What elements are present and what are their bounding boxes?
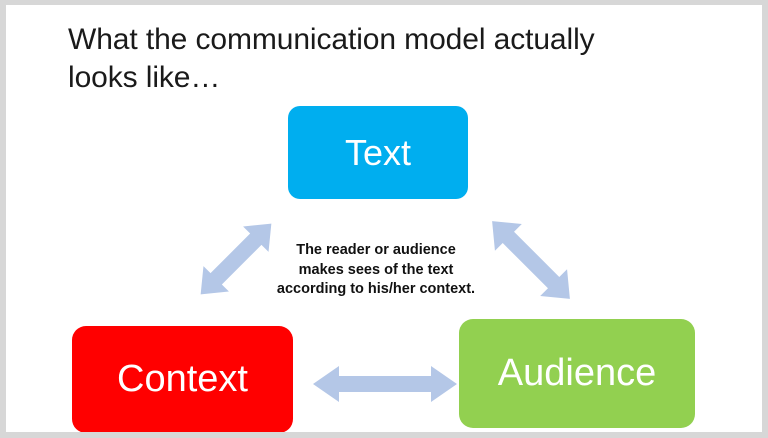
page-title: What the communication model actually lo… — [68, 23, 603, 94]
diagram-node-context[interactable]: Context — [72, 326, 293, 432]
diagram-node-audience[interactable]: Audience — [459, 319, 695, 428]
diagram-caption: The reader or audience makes sees of the… — [276, 242, 476, 297]
connector-text-audience-arrow — [492, 221, 570, 299]
diagram-node-text-label: Text — [344, 131, 412, 173]
connector-text-context-arrow — [200, 223, 272, 295]
diagram-node-text[interactable]: Text — [288, 106, 468, 199]
connector-context-audience-arrow — [313, 366, 457, 402]
diagram-node-context-label: Context — [117, 358, 248, 400]
slide-canvas: What the communication model actually lo… — [6, 5, 762, 432]
diagram-node-audience-label: Audience — [497, 352, 657, 394]
